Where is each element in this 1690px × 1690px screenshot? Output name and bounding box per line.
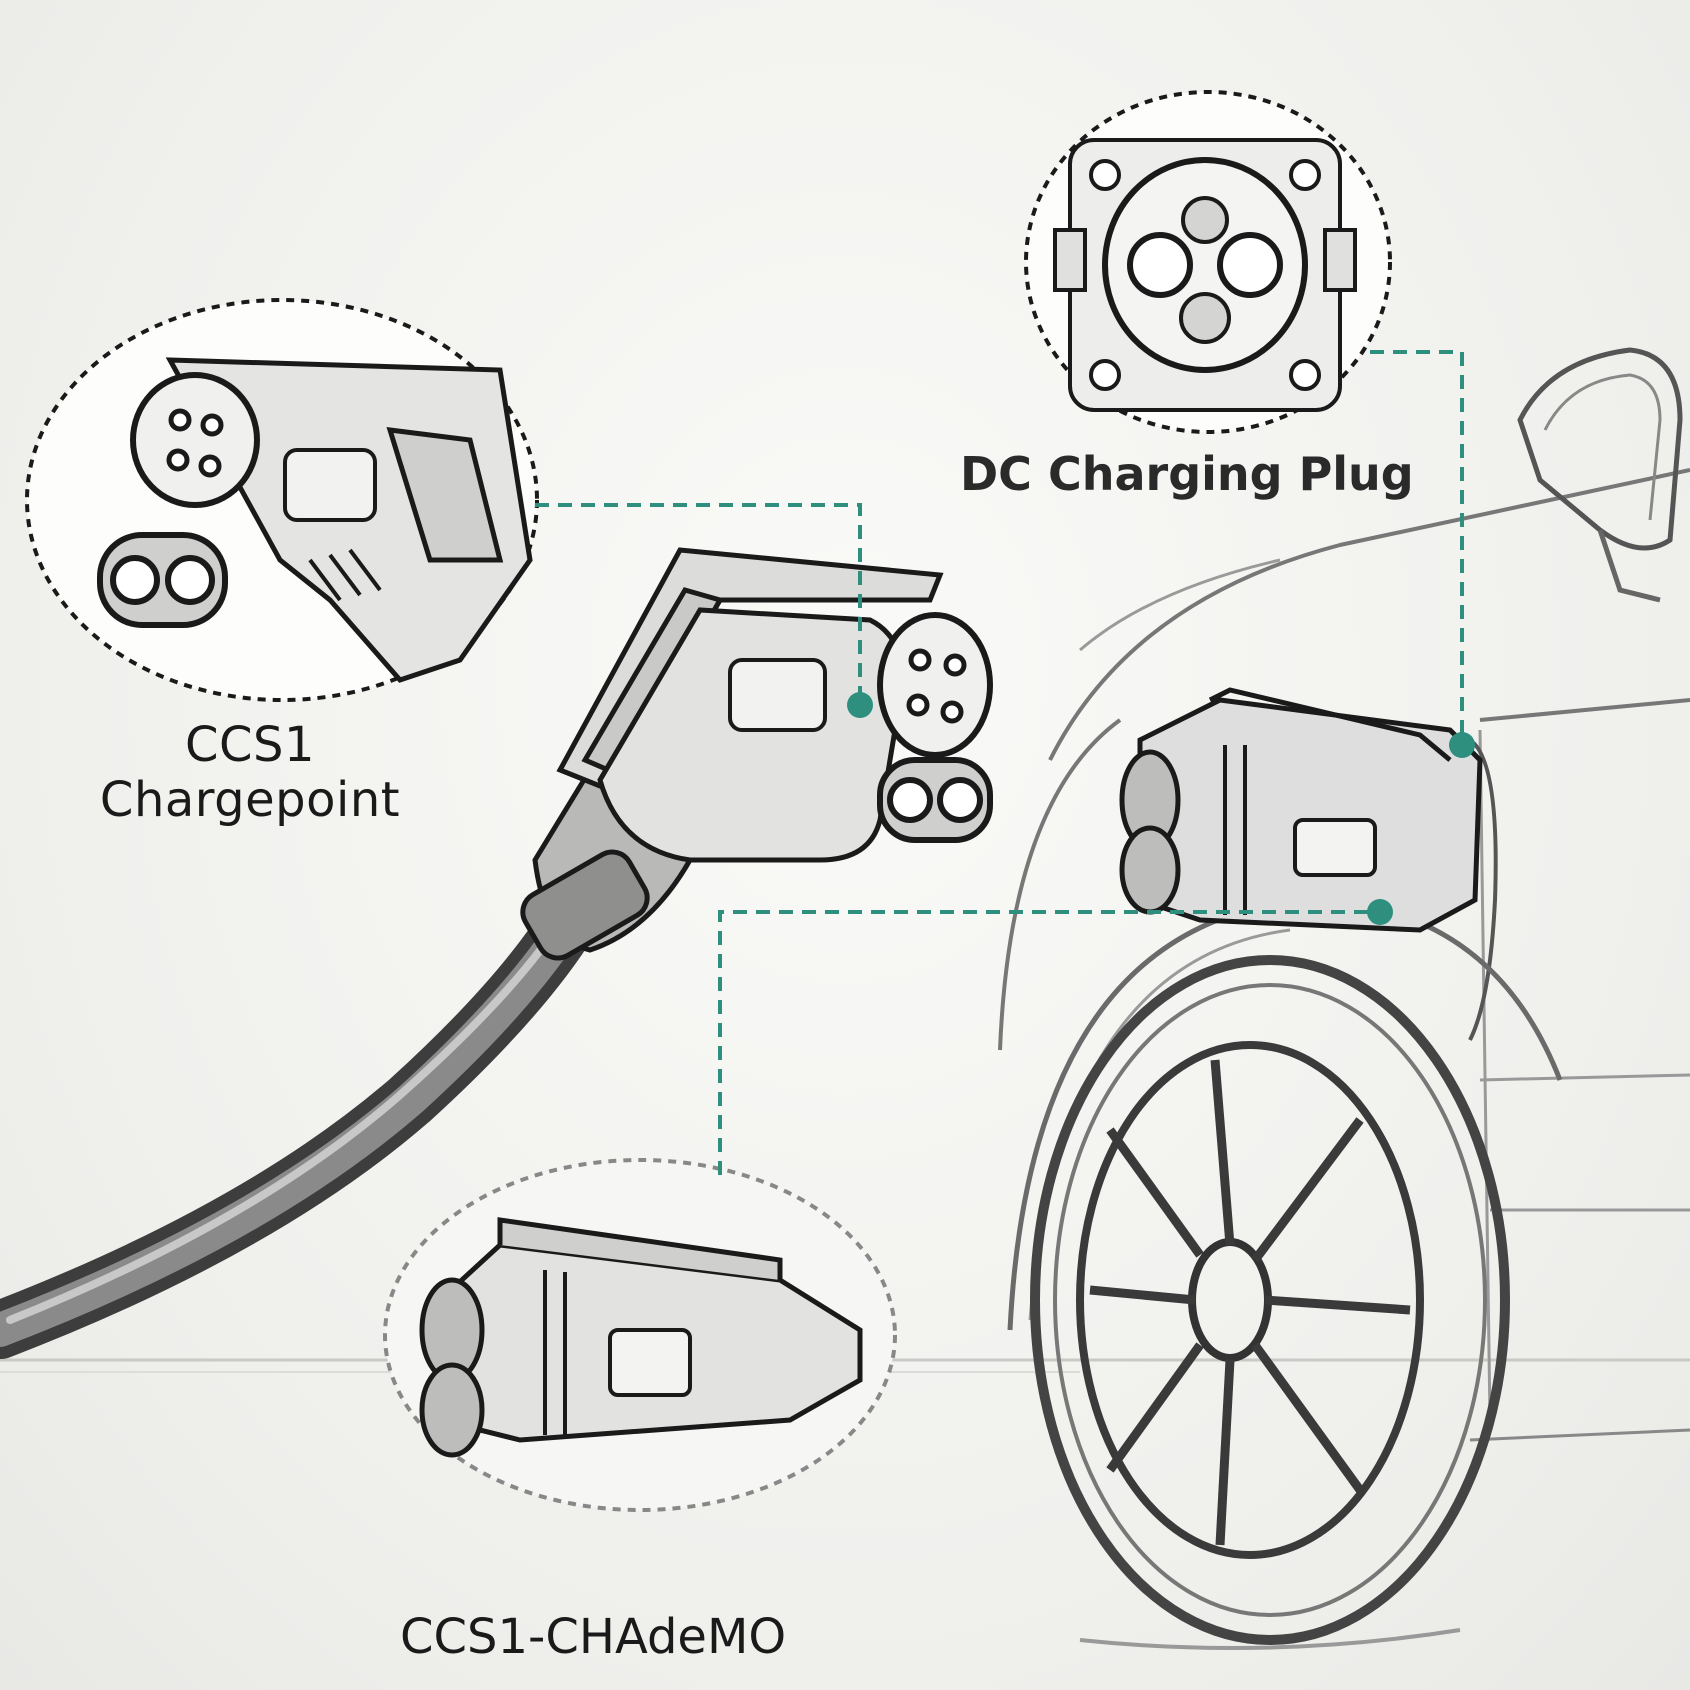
callout-line-ccs1: [535, 503, 862, 705]
connector-pin: [906, 693, 930, 717]
connector-ac-face: [877, 612, 993, 758]
wheel: [1007, 897, 1563, 1650]
rim: [1076, 1041, 1424, 1559]
callout-lines: [535, 350, 1464, 1175]
car-body-line: [1479, 1073, 1690, 1082]
car-body-side: [1479, 698, 1690, 722]
connector-pin: [943, 653, 967, 677]
label-ccs1-chargepoint: CCS1 Chargepoint: [60, 717, 440, 829]
car-rocker: [1469, 1428, 1690, 1442]
car-hood-line: [1079, 558, 1281, 652]
callout-line-dc: [1370, 350, 1464, 745]
plugged-face-bottom: [1119, 825, 1181, 915]
connector-dc-pin: [937, 777, 983, 823]
car-hood: [1048, 468, 1690, 761]
charging-cable-shine: [6, 926, 559, 1324]
side-mirror: [1517, 347, 1683, 603]
label-ccs1-line2: Chargepoint: [99, 772, 401, 829]
label-ccs1-chademo: CCS1-CHAdeMO: [400, 1609, 787, 1665]
connector-window: [728, 658, 827, 732]
connector-pin: [940, 700, 964, 724]
plugged-window: [1293, 818, 1377, 877]
plugged-body: [1137, 697, 1483, 933]
car-sketch: [998, 468, 1690, 1442]
rim-spokes: [1089, 1059, 1411, 1546]
connector-dc-pin: [887, 777, 933, 823]
label-dc-charging-plug: DC Charging Plug: [960, 447, 1414, 501]
callout-dot-chademo: [1367, 899, 1393, 925]
car-charge-port-recess: [1468, 738, 1498, 1041]
ground-shadow: [1079, 1628, 1461, 1650]
charging-cable-highlight: [0, 903, 587, 1347]
car-door-edge: [1478, 729, 1492, 1421]
car-front-fender: [998, 718, 1122, 1051]
label-ccs1-line1: CCS1: [184, 717, 316, 773]
ccs1-chademo-connector-plugged: [1119, 687, 1483, 933]
inset-dc-charging-plug: [1024, 90, 1392, 434]
plugged-top: [1208, 687, 1452, 762]
connector-collar: [520, 849, 650, 961]
tire-inner: [1053, 983, 1487, 1617]
callout-dot-dc: [1449, 732, 1475, 758]
tire: [1030, 955, 1510, 1645]
connector-pin: [908, 648, 932, 672]
inset-ccs1-chargepoint: [25, 298, 539, 702]
callout-dot-ccs1: [847, 692, 873, 718]
callout-line-chademo: [718, 910, 1380, 1175]
ccs1-connector-main: [520, 547, 993, 961]
inset-ccs1-chademo: [383, 1158, 897, 1512]
